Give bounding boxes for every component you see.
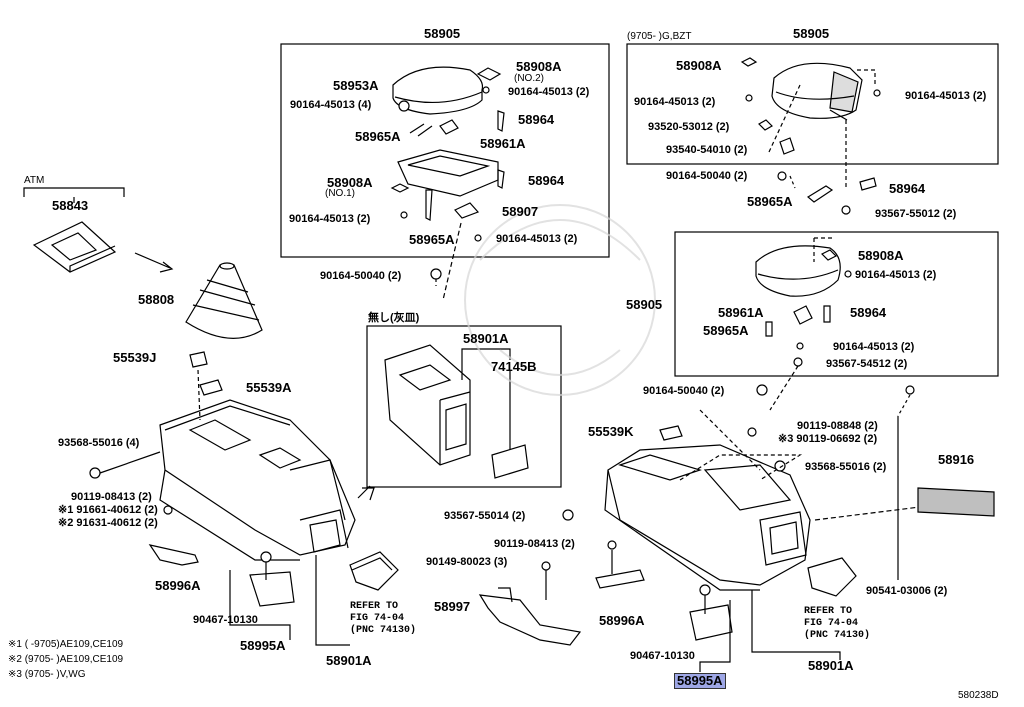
label-box3-58908a: 58908A [858,248,904,263]
label-58916: 58916 [938,452,975,467]
label-right-58965a: 58965A [747,194,793,209]
label-no1: (NO.1) [325,188,355,199]
label-90149: 90149-80023 (3) [426,556,508,568]
label-box3-58961a: 58961A [718,305,764,320]
label-58908a-no2: 58908A [516,59,562,74]
label-inset-74145b: 74145B [491,359,537,374]
console-inset-drawing [384,344,529,479]
label-box1-90164-d: 90164-45013 (2) [496,233,578,245]
armrest-lid-variant [771,62,863,119]
label-90541: 90541-03006 (2) [866,585,948,597]
label-93567-right: 93567-55014 (2) [444,510,526,522]
label-box3-58964: 58964 [850,305,887,320]
console-box-right [604,444,811,591]
refer-left-line1: REFER TO [350,601,399,612]
console-box-left [159,399,356,561]
label-58953a: 58953A [333,78,379,93]
footnote-2: ※2 (9705- )AE109,CE109 [8,654,124,665]
box-58905-variant [626,43,999,165]
arrow-atm [134,252,174,273]
refer-right-line1: REFER TO [804,606,853,617]
label-box2-90164-l: 90164-45013 (2) [634,96,716,108]
label-box3-90164-b: 90164-45013 (2) [833,341,915,353]
label-58996a-right: 58996A [599,613,645,628]
armrest-box-upper [397,149,499,197]
label-box1-90164-b: 90164-45013 (4) [290,99,372,111]
label-right-93567-55012: 93567-55012 (2) [875,208,957,220]
label-box1-90164-c: 90164-45013 (2) [289,213,371,225]
label-right-90164-50040-a: 90164-50040 (2) [666,170,748,182]
label-90119-right: 90119-08413 (2) [494,538,575,550]
label-58908a-no1: 58908A [327,175,373,190]
label-box2-title: 58905 [793,26,830,41]
mat-58916 [917,487,995,517]
footnote-3: ※3 (9705- )V,WG [8,669,86,680]
label-58901a-left: 58901A [326,653,372,668]
label-58843: 58843 [52,198,89,213]
armrest-lid-upper [392,66,484,115]
label-box2-58908a: 58908A [676,58,722,73]
label-box1-title: 58905 [424,26,461,41]
label-right-90164-50040-b: 90164-50040 (2) [643,385,725,397]
footnote-1: ※1 ( -9705)AE109,CE109 [8,639,124,650]
shift-boot-part [185,262,263,339]
label-93568-2: 93568-55016 (2) [805,461,887,473]
label-55539j: 55539J [113,350,157,365]
box-58905-upper [280,43,610,258]
label-58995a-right-highlighted[interactable]: 58995A [674,673,726,689]
label-58808: 58808 [138,292,175,307]
label-58961a-a: 58961A [480,136,526,151]
label-93568-4: 93568-55016 (4) [58,437,140,449]
label-58997: 58997 [434,599,471,614]
label-55539a: 55539A [246,380,292,395]
label-90467-right: 90467-10130 [630,650,695,662]
refer-left-line2: FIG 74-04 [350,613,405,624]
label-box3-58965a: 58965A [703,323,749,338]
label-90119-06692: ※3 90119-06692 (2) [778,433,878,445]
bracket-58997 [478,587,582,646]
label-91661: ※1 91661-40612 (2) [58,504,158,516]
label-no2: (NO.2) [514,73,544,84]
label-55539k: 55539K [588,424,634,439]
label-90467-left: 90467-10130 [193,614,258,626]
label-90164-50040-mid: 90164-50040 (2) [320,270,402,282]
label-box3-90164-a: 90164-45013 (2) [855,269,937,281]
label-58965a-b: 58965A [409,232,455,247]
label-box2-note: (9705- )G,BZT [627,31,692,42]
label-90119-left: 90119-08413 (2) [71,491,152,503]
label-90119-08848: 90119-08848 (2) [797,420,878,432]
label-58901a-right: 58901A [808,658,854,673]
atm-bracket [23,187,125,197]
label-58964-b: 58964 [528,173,565,188]
refer-right-line2: FIG 74-04 [804,618,859,629]
armrest-lid-lower [755,245,841,297]
label-nashi: 無し(灰皿) [368,312,420,324]
label-box2-93520: 93520-53012 (2) [648,121,730,133]
label-58907: 58907 [502,204,539,219]
label-box1-90164-a: 90164-45013 (2) [508,86,590,98]
label-box2-90164-r: 90164-45013 (2) [905,90,987,102]
box-58905-lower [674,231,999,377]
diagram-id: 580238D [958,690,999,701]
label-58995a-left: 58995A [240,638,286,653]
refer-left-line3: (PNC 74130) [350,625,417,636]
watermark [464,204,656,396]
label-box2-93540: 93540-54010 (2) [666,144,748,156]
label-91631: ※2 91631-40612 (2) [58,517,158,529]
inset-box [366,325,562,488]
label-inset-58901a: 58901A [463,331,509,346]
label-right-58964: 58964 [889,181,926,196]
refer-right-line3: (PNC 74130) [804,630,871,641]
label-atm: ATM [24,175,45,186]
label-58965a-a: 58965A [355,129,401,144]
label-box3-58905: 58905 [626,297,663,312]
label-box3-93567: 93567-54512 (2) [826,358,908,370]
shift-bezel-part [32,221,117,273]
label-58964-a: 58964 [518,112,555,127]
label-58996a-left: 58996A [155,578,201,593]
